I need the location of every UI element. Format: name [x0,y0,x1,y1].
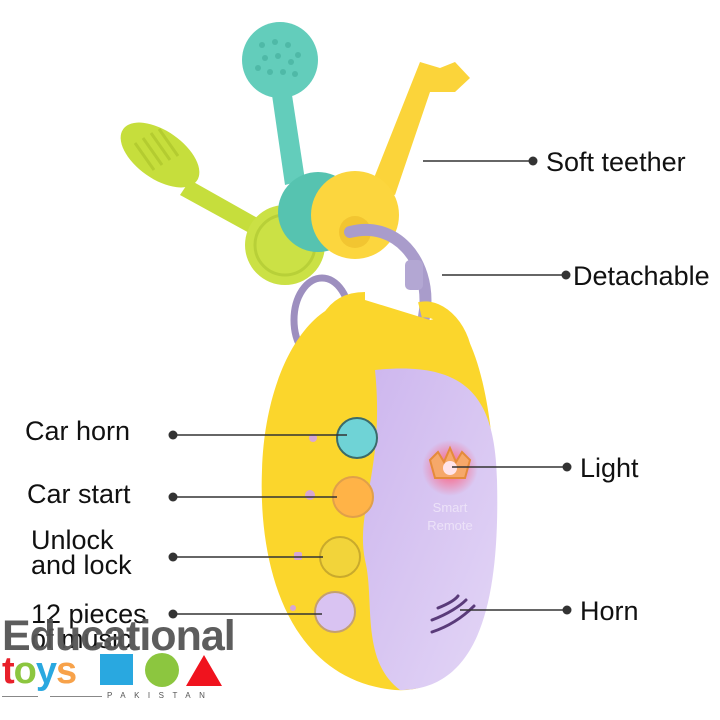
button-icons [290,434,317,611]
callout-detachable: Detachable [573,261,710,291]
logo-word-toys: toys [2,650,77,693]
callout-music: 12 pieces of music [31,599,147,654]
callout-soft-teether: Soft teether [546,147,686,177]
callout-music-line2: of music [31,624,132,654]
logo-letter-s: s [56,650,77,692]
logo-triangle-icon [186,655,222,686]
remote-brand-text-2: Remote [427,518,473,533]
logo-circle-icon [145,653,179,687]
callout-unlock-line2: and lock [31,550,132,580]
logo-country: PAKISTAN [107,691,214,700]
remote-buttons [290,417,378,633]
logo-divider-right [50,696,102,697]
crown-light-icon [422,440,478,496]
music-button [314,591,356,633]
remote-brand-text-1: Smart [433,500,468,515]
callout-car-start: Car start [27,479,131,509]
car-horn-button [336,417,378,459]
logo-word-educational: Educational [2,612,236,660]
unlock-lock-button [319,536,361,578]
callout-lines [175,160,567,615]
remote-body [261,292,498,691]
logo-square-icon [100,654,133,685]
callout-unlock-lock: Unlock and lock [31,525,132,580]
logo-letter-t: t [2,650,15,692]
callout-music-line1: 12 pieces [31,599,147,629]
car-start-button [332,476,374,518]
logo-letter-y: y [35,650,57,692]
logo-letter-o: o [13,650,37,692]
horn-speaker-icon [430,594,476,634]
callout-horn: Horn [580,596,639,626]
callout-car-horn: Car horn [25,416,131,446]
callout-unlock-line1: Unlock [31,525,114,555]
logo-divider-left [2,696,38,697]
callout-dots [168,156,572,619]
callout-light: Light [580,453,639,483]
educational-toys-logo: Educational toys PAKISTAN [0,612,240,712]
